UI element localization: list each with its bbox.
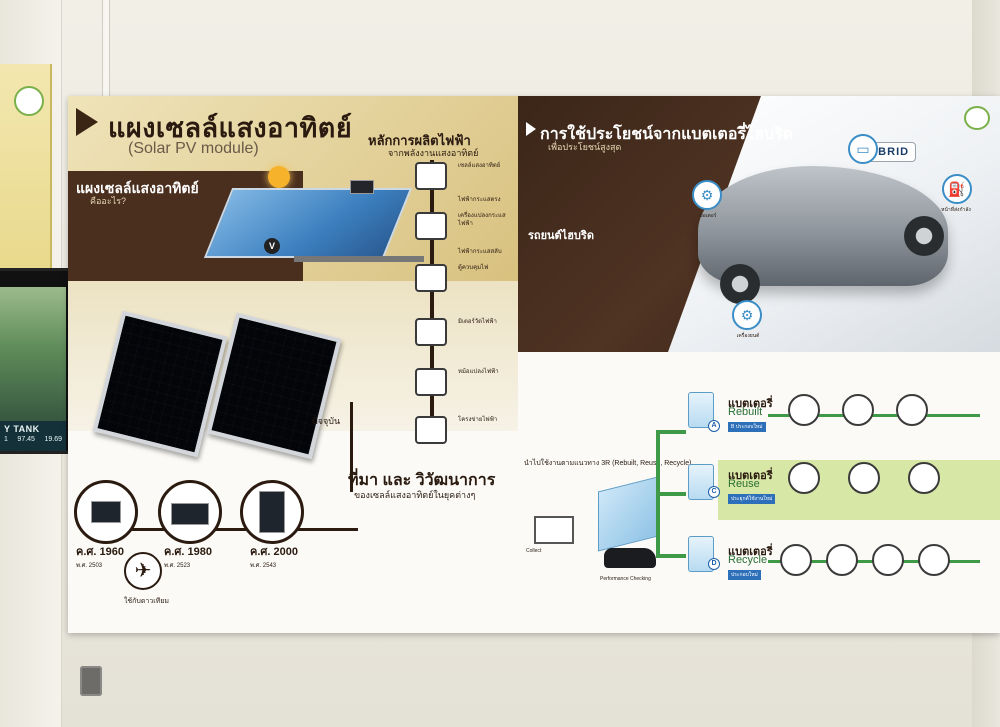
origin-title: ที่มา และ วิวัฒนาการ (348, 472, 496, 489)
process-step: มิเตอร์วัดไฟฟ้า (458, 319, 497, 325)
sun-icon (268, 166, 290, 188)
page-subtitle: (Solar PV module) (128, 140, 259, 157)
storage-icon (848, 462, 880, 494)
wall-outlet (80, 666, 102, 696)
manufacturing-icon (918, 544, 950, 576)
panel-stand (294, 256, 424, 262)
voltmeter-icon: V (264, 238, 280, 254)
process-step: โครงข่ายไฟฟ้า (458, 417, 498, 423)
row-title: แบตเตอรี่ (728, 398, 773, 410)
now-connector (350, 402, 353, 492)
row-subtitle: Recycle (728, 554, 768, 566)
solar-cell-icon (415, 162, 447, 190)
row-subtitle: Reuse (728, 478, 760, 490)
tv-reading: 19.69 (44, 436, 62, 443)
timeline-label: ค.ศ. 1960 พ.ศ. 2503 (76, 546, 124, 569)
car-node-label: หน้าที่ส่งกำลัง (941, 207, 971, 213)
logo-icon (964, 106, 990, 130)
what-is-title: แผงเซลล์แสงอาทิตย์ (76, 180, 199, 196)
suv-image (604, 548, 656, 568)
flow-pipe (656, 430, 686, 434)
row-letter: A (708, 420, 720, 432)
logo-icon (14, 86, 44, 116)
recycling-center-icon (780, 544, 812, 576)
flow-pipe (768, 414, 980, 417)
battery-assembly-icon (842, 394, 874, 426)
timeline-node (240, 480, 304, 544)
car-node-label: เครื่องยนต์ (736, 333, 760, 339)
control-cabinet-icon (415, 264, 447, 292)
now-label: ปัจจุบัน (312, 416, 341, 426)
three-r-label: นำไปใช้งานตามแนวทาง 3R (Rebuilt, Reuse, … (524, 460, 692, 467)
tv-tank-label: Y TANK (4, 424, 40, 434)
performance-label: Performance Checking (600, 576, 651, 582)
process-subtitle: จากพลังงานแสงอาทิตย์ (388, 148, 479, 158)
timeline-node (74, 480, 138, 544)
row-title: แบตเตอรี่ (728, 546, 773, 558)
flow-pipe (658, 554, 686, 558)
materials-icon (872, 544, 904, 576)
satellite-label: ใช้กับดาวเทียม (124, 598, 169, 605)
process-step: ไฟฟ้ากระแสตรง (458, 197, 501, 203)
satellite-icon: ✈ (124, 552, 162, 590)
power-grid-icon (415, 416, 447, 444)
what-is-subtitle: คืออะไร? (90, 196, 127, 206)
solar-panel-diagram (203, 188, 413, 258)
process-title: หลักการผลิตไฟฟ้า (368, 133, 471, 148)
process-step: เครื่องแปลงกระแสไฟฟ้า (458, 213, 506, 227)
wall-pipe (102, 0, 110, 96)
row-tag: ประยุกต์ใช้งานใหม่ (728, 494, 776, 504)
battery-stack (598, 476, 658, 552)
play-arrow-icon (526, 122, 536, 136)
row-tag: B ประกอบใหม่ (728, 422, 766, 432)
factory-icon (534, 516, 574, 544)
battery-icon: ▭ (848, 134, 878, 164)
timeline-node (158, 480, 222, 544)
row-subtitle: Rebuilt (728, 406, 763, 418)
process-connector (430, 160, 434, 440)
process-step: เซลล์แสงอาทิตย์ (458, 163, 501, 169)
inverter-icon (415, 212, 447, 240)
row-title: แบตเตอรี่ (728, 470, 773, 482)
page-title: แผงเซลล์แสงอาทิตย์ (108, 113, 353, 143)
flow-pipe (658, 492, 686, 496)
battery-cube-icon (688, 536, 714, 572)
motor-icon: ⚙ (692, 180, 722, 210)
info-board: แผงเซลล์แสงอาทิตย์ (Solar PV module) แผง… (68, 96, 1000, 633)
process-step: หม้อแปลงไฟฟ้า (458, 369, 499, 375)
materials-icon (826, 544, 858, 576)
row-letter: C (708, 486, 720, 498)
origin-subtitle: ของเซลล์แสงอาทิตย์ในยุคต่างๆ (354, 490, 476, 500)
car-node-label: มอเตอร์ (699, 213, 717, 219)
hybrid-title: การใช้ประโยชน์จากแบตเตอรี่ไฮบริด (540, 126, 793, 143)
process-step: ตู้ควบคุมไฟ (458, 265, 489, 271)
row-letter: D (708, 558, 720, 570)
fuel-icon: ⛽ (942, 174, 972, 204)
tv-reading: 97.45 (17, 436, 35, 443)
timeline-label: ค.ศ. 1980 พ.ศ. 2523 (164, 546, 212, 569)
power-supply-icon (908, 462, 940, 494)
rebuilt-battery-icon (896, 394, 928, 426)
transformer-icon (415, 368, 447, 396)
panel-thumbnail (350, 180, 374, 194)
hybrid-car-title: รถยนต์ไฮบริด (528, 230, 594, 242)
timeline-line (98, 528, 358, 531)
assembly-icon (788, 394, 820, 426)
hybrid-subtitle: เพื่อประโยชน์สูงสุด (548, 142, 622, 152)
tv-status-bar: Y TANK 1 97.45 19.69 (0, 421, 66, 451)
timeline-label: ค.ศ. 2000 พ.ศ. 2543 (250, 546, 298, 569)
play-arrow-icon (76, 108, 98, 136)
remanufacture-icon (788, 462, 820, 494)
row-tag: ประกอบใหม่ (728, 570, 761, 580)
car-wheel (904, 216, 944, 256)
engine-icon: ⚙ (732, 300, 762, 330)
tv-image (0, 287, 66, 437)
meter-icon (415, 318, 447, 346)
tv-screen: Y TANK 1 97.45 19.69 (0, 268, 72, 454)
factory-label: Collect (526, 548, 542, 554)
tv-reading: 1 (4, 436, 8, 443)
car-wheel (720, 264, 760, 304)
process-step: ไฟฟ้ากระแสสลับ (458, 249, 502, 255)
